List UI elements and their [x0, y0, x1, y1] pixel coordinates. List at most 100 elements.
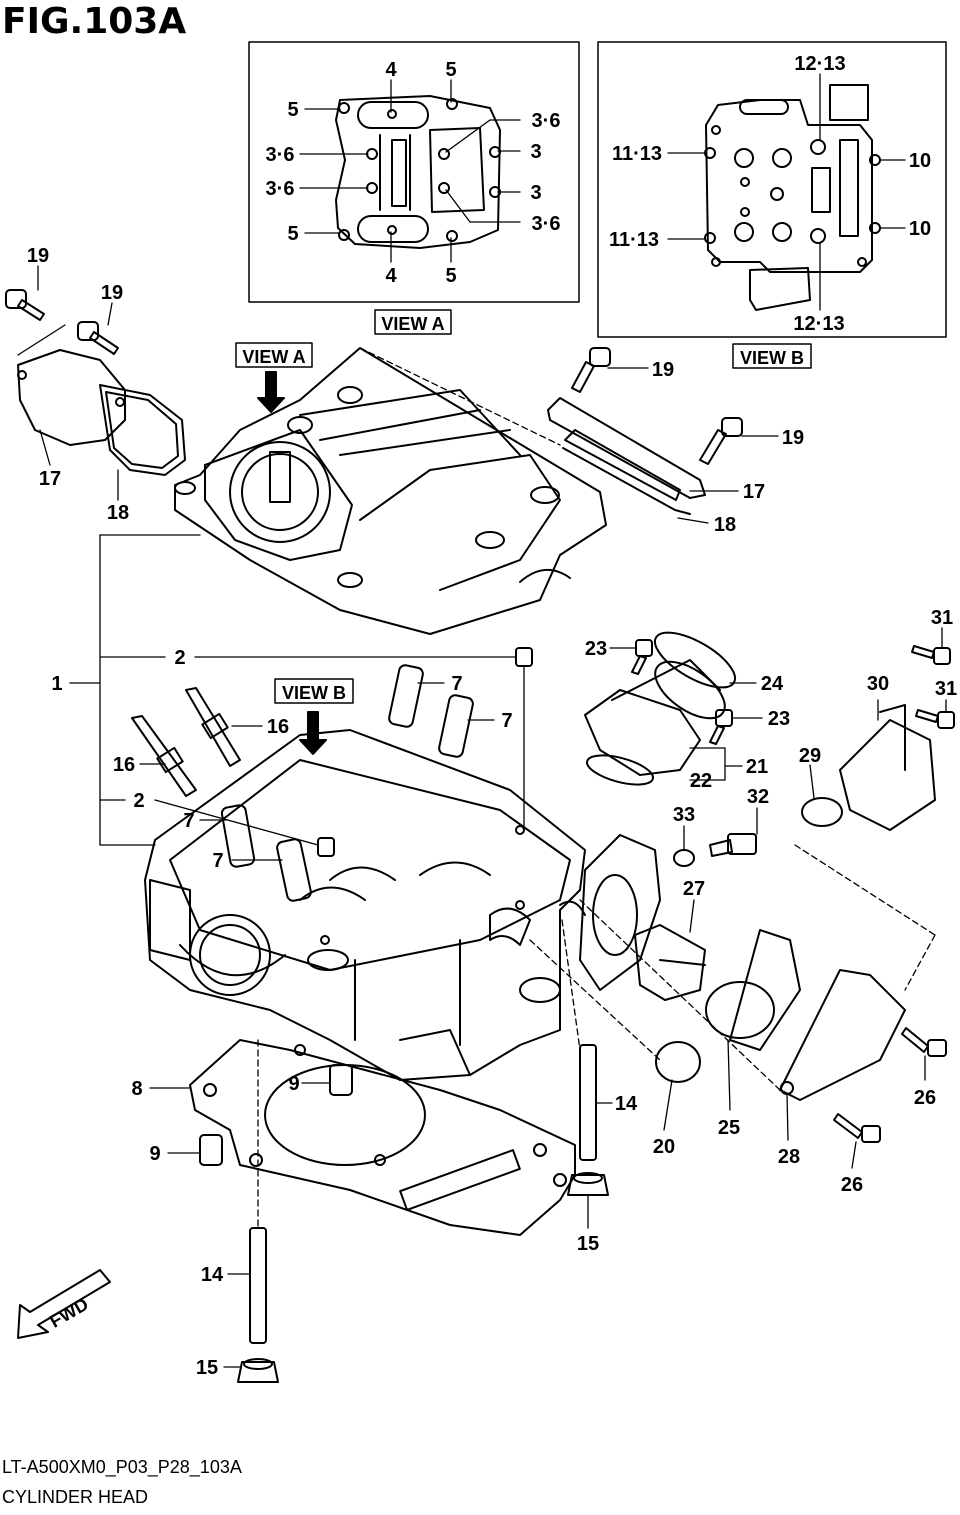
view-b-leaders [667, 73, 906, 311]
main-leader-lines [17, 265, 947, 1368]
view-a-box [248, 41, 580, 303]
spark-plug-16-b [131, 715, 197, 797]
bracket-30 [839, 704, 936, 831]
view-b-head-top [704, 84, 881, 311]
callout: 5 [445, 265, 456, 287]
callout: 3·6 [532, 213, 561, 235]
view-b-label-box [732, 343, 812, 369]
thermostat-housing [579, 834, 661, 991]
callout: 10 [909, 218, 931, 240]
callout: 3 [530, 182, 541, 204]
callout: 24 [761, 673, 784, 695]
callout: 4 [385, 59, 397, 81]
outlet-28 [779, 969, 906, 1101]
spark-plug-16-a [185, 687, 241, 767]
callout: 3·6 [532, 110, 561, 132]
sensor-32 [709, 833, 757, 857]
callout: 4 [385, 265, 397, 287]
callout: 5 [445, 59, 456, 81]
cylinder-head-cover [174, 347, 607, 635]
callout: 18 [714, 514, 736, 536]
bolt-31-b [915, 709, 955, 729]
intake-pipe-21 [584, 659, 726, 776]
callout: 25 [718, 1117, 740, 1139]
callout: 8 [131, 1078, 142, 1100]
cap-29 [801, 797, 843, 827]
intake-gasket-22 [586, 754, 654, 786]
figure-title: FIG.103A [2, 1, 187, 42]
view-b-label: VIEW B [740, 348, 804, 368]
callout: 19 [101, 282, 123, 304]
right-side-cover [547, 397, 706, 515]
washer-33 [673, 849, 695, 867]
nut-15-right [567, 1174, 609, 1196]
callout: 31 [931, 607, 953, 629]
bolt-26-a [901, 1027, 947, 1057]
callout: 2 [133, 790, 144, 812]
callout: 9 [288, 1073, 299, 1095]
view-a-arrow-icon [257, 371, 285, 413]
callout: 14 [615, 1093, 638, 1115]
callout: 31 [935, 678, 957, 700]
callout: 16 [267, 716, 289, 738]
callout: 29 [799, 745, 821, 767]
fwd-arrow-icon [17, 1269, 111, 1339]
callout: 7 [212, 850, 223, 872]
callout: 20 [653, 1136, 675, 1158]
dowel-9-a [329, 1064, 353, 1096]
callout: 10 [909, 150, 931, 172]
bolt-31-a [911, 645, 951, 665]
view-a-arrow-label: VIEW A [242, 347, 305, 367]
view-a-arrow-label-box [235, 342, 313, 368]
callout: 1 [51, 673, 62, 695]
callout: 27 [683, 878, 705, 900]
view-b-arrow-label-box [274, 678, 354, 704]
callout: 7 [451, 673, 462, 695]
dowel-2-a [515, 647, 533, 667]
view-a-cover-underside [335, 95, 501, 249]
cylinder-head [144, 729, 586, 1081]
view-a-leaders [299, 79, 521, 263]
bolt-19-right-a [571, 347, 611, 393]
callout: 5 [287, 99, 298, 121]
callout: 17 [39, 468, 61, 490]
callout: 3·6 [266, 178, 295, 200]
dowel-2-b [317, 837, 335, 857]
callout: 17 [743, 481, 765, 503]
figure-name: CYLINDER HEAD [2, 1487, 149, 1507]
view-a-label: VIEW A [381, 314, 444, 334]
callout: 15 [577, 1233, 599, 1255]
clamp-24 [654, 631, 736, 689]
view-a-label-box [374, 309, 452, 335]
thermostat-cap-25 [705, 929, 801, 1051]
callout: 33 [673, 804, 695, 826]
bolt-19-left-b [77, 321, 119, 355]
nut-15-left [237, 1361, 279, 1383]
callout: 5 [287, 223, 298, 245]
callout: 12·13 [794, 53, 845, 75]
callout: 16 [113, 754, 135, 776]
view-b-box [597, 41, 947, 338]
callout: 28 [778, 1146, 800, 1168]
callout: 12·13 [793, 313, 844, 335]
callout: 9 [149, 1143, 160, 1165]
bolt-19-right-b [699, 417, 743, 465]
valve-guide-7-d [276, 838, 312, 902]
bolt-26-b [833, 1113, 881, 1143]
callout: 22 [690, 770, 712, 792]
callout: 2 [174, 647, 185, 669]
figure-code: LT-A500XM0_P03_P28_103A [2, 1457, 242, 1477]
valve-guide-7-a [388, 664, 424, 728]
callout: 26 [914, 1087, 936, 1109]
callout: 3·6 [266, 144, 295, 166]
seal-20 [655, 1041, 701, 1083]
stud-14-right [579, 1044, 597, 1161]
callout: 21 [746, 756, 768, 778]
callout: 7 [501, 710, 512, 732]
bolt-19-left-a [5, 289, 45, 321]
callout: 11·13 [612, 143, 662, 165]
callout: 19 [652, 359, 674, 381]
thermostat-27 [634, 924, 706, 1001]
left-side-cover [17, 349, 186, 476]
